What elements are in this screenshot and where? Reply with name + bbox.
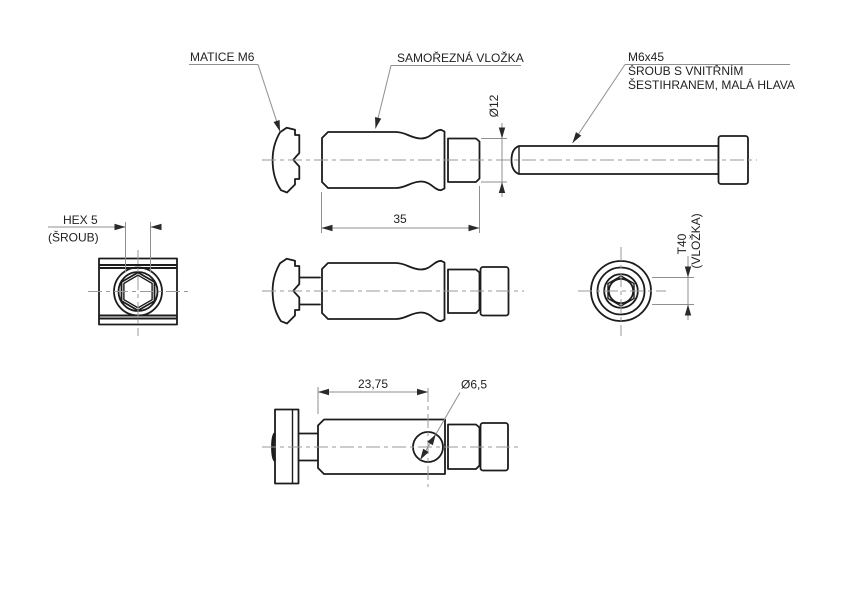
leader-line xyxy=(375,65,392,129)
insert-body-outline xyxy=(317,418,446,475)
leader-line xyxy=(257,64,281,132)
dimension-text-t40: T40 xyxy=(675,233,689,254)
dimension-text-length35: 35 xyxy=(393,212,407,226)
dimension-text-d65: Ø6,5 xyxy=(461,378,487,392)
assembled-side-view xyxy=(262,257,524,325)
dimension-torx-socket: T40 (VLOŽKA) xyxy=(652,213,703,320)
dimension-hole-diameter: Ø6,5 xyxy=(419,378,487,461)
dimension-text-vlozka: (VLOŽKA) xyxy=(688,213,703,268)
dimension-text-2375: 23,75 xyxy=(358,377,388,391)
dimension-hole-offset: 23,75 xyxy=(317,377,428,414)
dimension-arrow xyxy=(419,446,429,461)
callout-text-nut: MATICE M6 xyxy=(190,50,255,64)
callout-text-screw-line3: ŠESTIHRANEM, MALÁ HLAVA xyxy=(628,77,795,92)
dimension-text-hex5: HEX 5 xyxy=(63,213,98,227)
callout-nut: MATICE M6 xyxy=(189,50,281,132)
nut-front-view xyxy=(88,250,190,336)
assembled-bottom-view xyxy=(262,388,518,487)
callout-screw: M6x45 ŠROUB S VNITŘNÍM ŠESTIHRANEM, MALÁ… xyxy=(572,50,795,144)
insert-body-outline xyxy=(321,259,446,323)
callout-text-insert: SAMOŘEZNÁ VLOŽKA xyxy=(397,50,524,65)
dimension-insert-length: 35 xyxy=(321,186,480,233)
callout-text-screw-line1: M6x45 xyxy=(628,50,664,64)
callout-text-screw-line2: ŠROUB S VNITŘNÍM xyxy=(628,63,743,78)
nut-profile-outline xyxy=(271,126,301,194)
nut-profile-outline xyxy=(271,257,301,325)
dimension-arrow xyxy=(427,433,437,448)
top-exploded-view xyxy=(262,126,757,194)
insert-body-outline xyxy=(321,128,446,192)
insert-end-view xyxy=(578,247,666,336)
leader-line xyxy=(435,392,461,435)
leader-line xyxy=(572,64,626,144)
dimension-text-diameter12: Ø12 xyxy=(487,94,501,117)
callout-insert: SAMOŘEZNÁ VLOŽKA xyxy=(375,50,524,129)
dimension-text-sroub: (ŠROUB) xyxy=(48,230,99,245)
dimension-hex-socket: HEX 5 (ŠROUB) xyxy=(48,213,162,273)
dimension-end-diameter: Ø12 xyxy=(481,94,507,197)
